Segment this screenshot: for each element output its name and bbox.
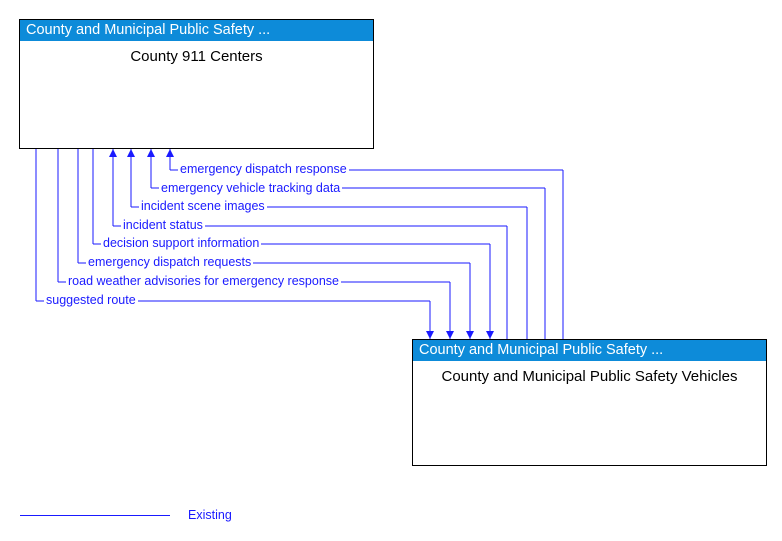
entity-name-county-911-centers: County 911 Centers	[130, 48, 263, 65]
entity-name-county-municipal-public-safety-vehicles: County and Municipal Public Safety Vehic…	[441, 368, 738, 385]
flow-label-5[interactable]: emergency dispatch requests	[86, 255, 254, 269]
flow-label-3[interactable]: incident status	[121, 218, 205, 232]
flow-label-6[interactable]: road weather advisories for emergency re…	[66, 274, 341, 288]
entity-box-county-911-centers[interactable]: County and Municipal Public Safety ... C…	[19, 19, 374, 149]
flow-label-2[interactable]: incident scene images	[139, 199, 267, 213]
entity-title-bar-county-municipal-public-safety-vehicles: County and Municipal Public Safety ...	[413, 340, 766, 361]
entity-box-county-municipal-public-safety-vehicles[interactable]: County and Municipal Public Safety ... C…	[412, 339, 767, 466]
flow-label-0[interactable]: emergency dispatch response	[178, 162, 349, 176]
flow-label-4[interactable]: decision support information	[101, 236, 262, 250]
legend-existing-line-swatch	[20, 515, 170, 516]
flow-label-1[interactable]: emergency vehicle tracking data	[159, 181, 343, 195]
legend: Existing	[20, 506, 280, 528]
entity-title-bar-county-911-centers: County and Municipal Public Safety ...	[20, 20, 373, 41]
flow-label-7[interactable]: suggested route	[44, 293, 138, 307]
legend-existing-label: Existing	[188, 508, 232, 522]
